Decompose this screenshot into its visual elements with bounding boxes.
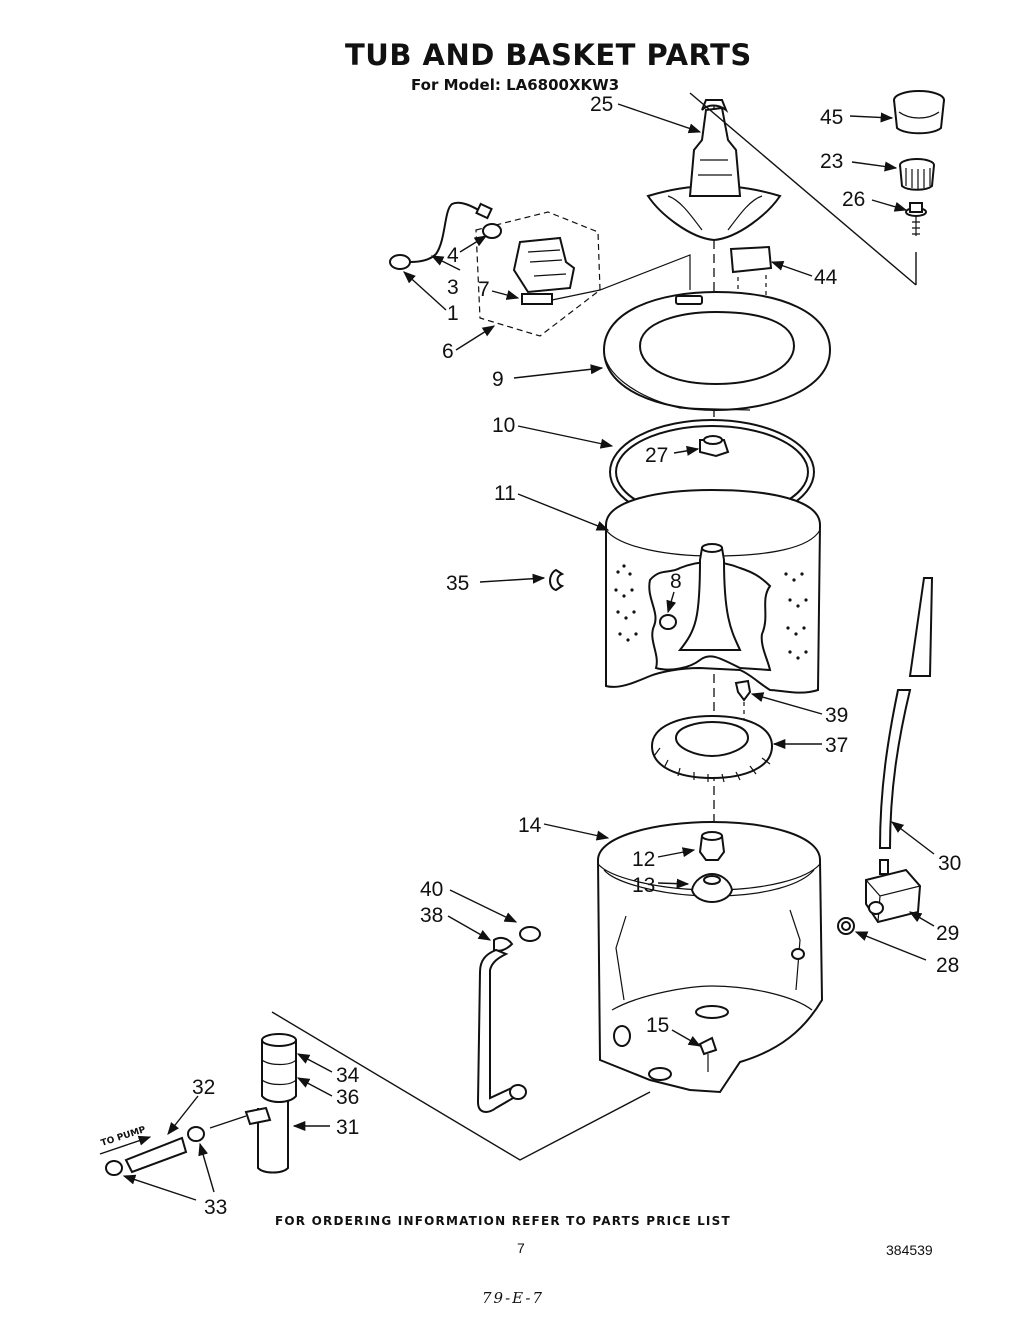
- callout-labels: 25 45 23 26 44 4 3 7 1 6 9 10 27 11 35 8…: [99, 93, 961, 1219]
- document-number: 384539: [886, 1242, 933, 1258]
- leader-guide: [209, 1115, 247, 1129]
- callout-10: 10: [492, 414, 515, 437]
- ordering-note: FOR ORDERING INFORMATION REFER TO PARTS …: [275, 1214, 731, 1228]
- callout-27: 27: [645, 444, 668, 467]
- valve-part-29: [865, 859, 922, 924]
- agitator-cam-part-23: [899, 158, 935, 191]
- page-title: TUB AND BASKET PARTS: [345, 38, 752, 72]
- callout-40: 40: [420, 878, 443, 901]
- model-line: For Model: LA6800XKW3: [411, 76, 620, 94]
- callout-36: 36: [336, 1086, 359, 1109]
- callout-14: 14: [518, 814, 542, 837]
- leader-lines: [122, 103, 935, 1201]
- clamp-part-33: [105, 1160, 123, 1176]
- callout-37: 37: [825, 734, 848, 757]
- callout-33: 33: [204, 1196, 227, 1219]
- callout-9: 9: [492, 368, 504, 391]
- callout-12: 12: [632, 848, 655, 871]
- hose-part-3: [409, 201, 493, 263]
- callout-29: 29: [936, 922, 959, 945]
- callout-3: 3: [447, 276, 459, 299]
- outer-tub-part-14: [596, 820, 824, 1094]
- hose-part-38: [476, 936, 527, 1113]
- callout-45: 45: [820, 106, 843, 129]
- clamp-part-1: [389, 254, 411, 270]
- standpipe-part-31: [257, 1033, 297, 1174]
- switch-assembly-bracket: [475, 211, 691, 337]
- shield-part-44: [729, 245, 773, 274]
- callout-15: 15: [646, 1014, 669, 1037]
- bolt-part-15: [698, 1036, 718, 1072]
- callout-32: 32: [192, 1076, 215, 1099]
- callout-34: 34: [336, 1064, 360, 1087]
- nut-part-27: [699, 435, 730, 458]
- callout-6: 6: [442, 340, 454, 363]
- skirt-part-37: [650, 714, 774, 783]
- basket-perforations: [614, 564, 808, 660]
- callout-4: 4: [447, 244, 459, 267]
- callout-8: 8: [670, 570, 682, 593]
- hose-part-30: [878, 577, 934, 849]
- agitator-part-25: [646, 99, 782, 242]
- tub-ring-part-9: [602, 290, 832, 412]
- page-number: 7: [517, 1240, 525, 1256]
- callout-38: 38: [420, 904, 443, 927]
- clamp-part-33: [187, 1126, 205, 1142]
- clamp-part-40: [519, 926, 541, 942]
- leader-guide: [689, 92, 917, 286]
- clip-part-39: [734, 679, 752, 702]
- callout-13: 13: [632, 874, 655, 897]
- o-ring-part-4: [482, 223, 502, 239]
- bolt-part-26: [905, 202, 927, 236]
- callout-31: 31: [336, 1116, 359, 1139]
- seal-part-12: [698, 831, 726, 861]
- grommet-part-28: [837, 917, 855, 935]
- callout-1: 1: [447, 302, 459, 325]
- callout-25: 25: [590, 93, 613, 116]
- basket-part-11: [605, 488, 822, 694]
- clip-part-35: [549, 568, 565, 592]
- hose-part-32: [124, 1106, 272, 1174]
- bearing-part-13: [690, 872, 734, 904]
- callout-35: 35: [446, 572, 469, 595]
- callout-44: 44: [814, 266, 838, 289]
- handwritten-note: 79-E-7: [482, 1289, 544, 1307]
- callout-11: 11: [494, 482, 516, 505]
- agitator-cap-part-45: [893, 90, 945, 135]
- callout-30: 30: [938, 852, 961, 875]
- callout-23: 23: [820, 150, 843, 173]
- drain-guide-line: [271, 1011, 651, 1161]
- callout-7: 7: [478, 278, 490, 301]
- callout-26: 26: [842, 188, 865, 211]
- callout-39: 39: [825, 704, 848, 727]
- callout-28: 28: [936, 954, 959, 977]
